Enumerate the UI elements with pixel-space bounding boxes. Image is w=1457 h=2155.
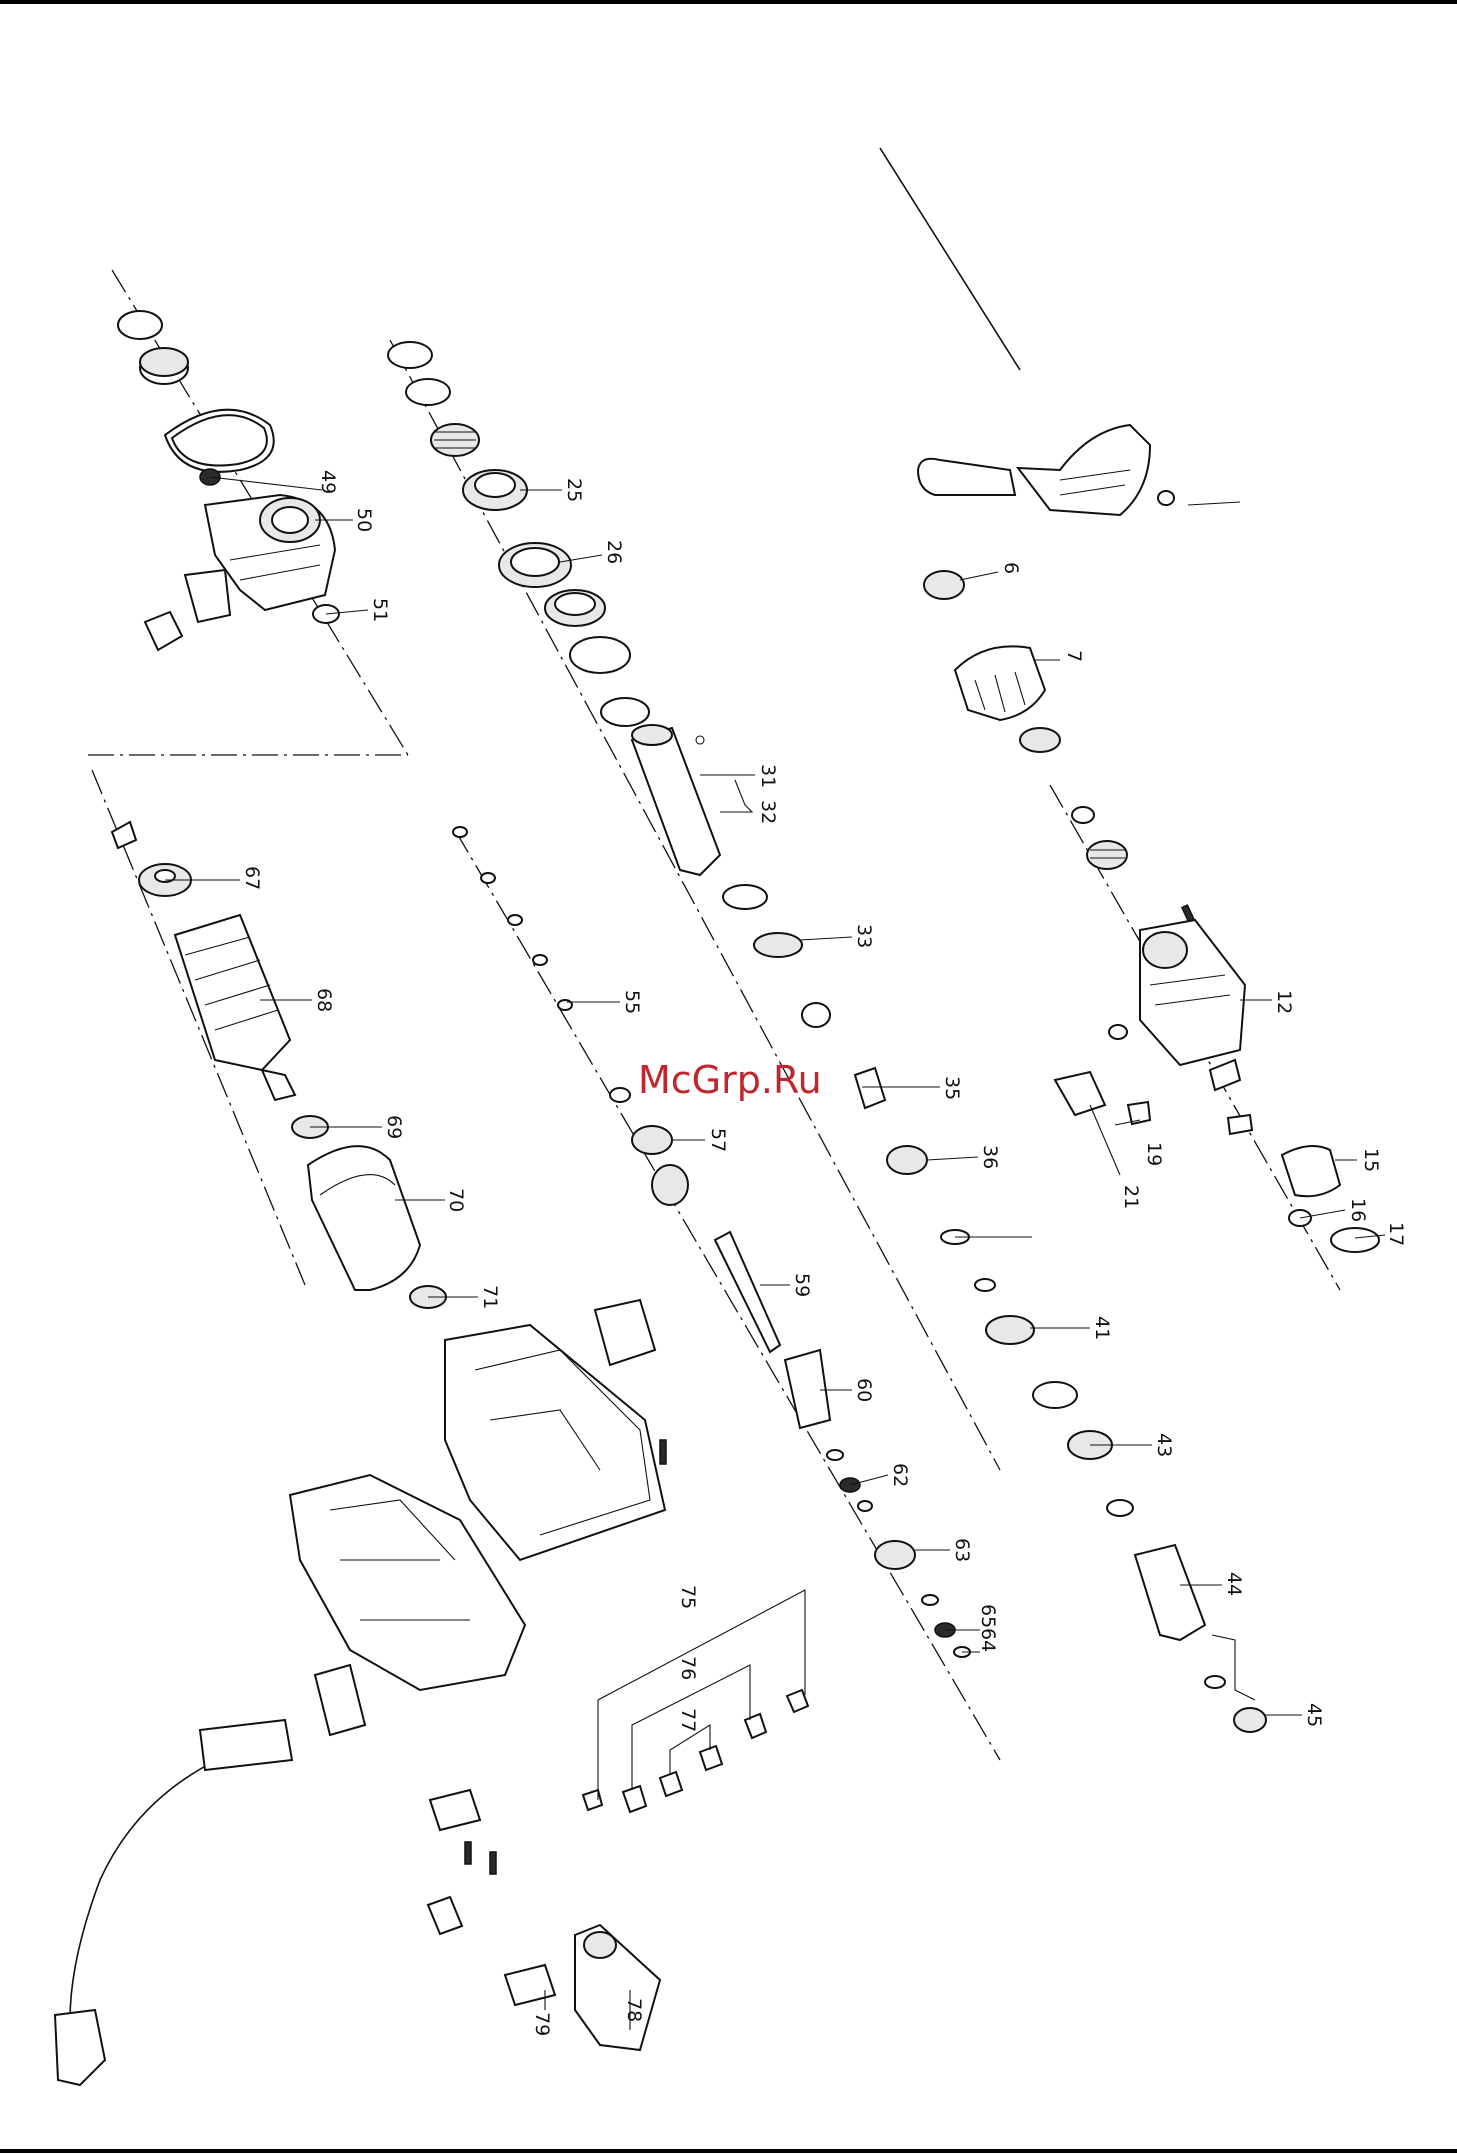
callout-79: 79 bbox=[531, 2012, 553, 2036]
brush-holders bbox=[583, 1590, 808, 1812]
watermark: McGrp.Ru bbox=[638, 1058, 822, 1102]
callout-77: 77 bbox=[677, 1708, 699, 1732]
power-cable bbox=[55, 1720, 480, 2085]
callout-33: 33 bbox=[853, 924, 875, 948]
callout-68: 68 bbox=[313, 988, 335, 1012]
callout-21: 21 bbox=[1120, 1185, 1142, 1209]
callout-6: 6 bbox=[1000, 562, 1022, 574]
callout-50: 50 bbox=[353, 508, 375, 532]
callout-60: 60 bbox=[853, 1378, 875, 1402]
callout-16: 16 bbox=[1347, 1198, 1369, 1222]
left-column-parts bbox=[112, 311, 446, 1308]
callout-57: 57 bbox=[707, 1128, 729, 1152]
callout-67: 67 bbox=[241, 866, 263, 890]
callout-25: 25 bbox=[563, 478, 585, 502]
callout-55: 55 bbox=[621, 990, 643, 1014]
callout-49: 49 bbox=[317, 470, 339, 494]
callout-15: 15 bbox=[1360, 1148, 1382, 1172]
housing-halves bbox=[290, 1300, 666, 1735]
callout-71: 71 bbox=[479, 1285, 501, 1309]
callout-69: 69 bbox=[383, 1115, 405, 1139]
callout-51: 51 bbox=[369, 598, 391, 622]
callout-75: 75 bbox=[677, 1585, 699, 1609]
callout-17: 17 bbox=[1385, 1222, 1407, 1246]
callout-26: 26 bbox=[603, 540, 625, 564]
callout-44: 44 bbox=[1223, 1572, 1245, 1596]
callout-35: 35 bbox=[941, 1076, 963, 1100]
callout-7: 7 bbox=[1063, 650, 1085, 662]
callout-59: 59 bbox=[791, 1273, 813, 1297]
callout-70: 70 bbox=[445, 1188, 467, 1212]
callout-65: 65 bbox=[977, 1604, 999, 1628]
callout-19: 19 bbox=[1143, 1142, 1165, 1166]
callout-62: 62 bbox=[889, 1463, 911, 1487]
callout-45: 45 bbox=[1303, 1703, 1325, 1727]
callout-63: 63 bbox=[951, 1538, 973, 1562]
callout-78: 78 bbox=[623, 1998, 645, 2022]
callout-32: 32 bbox=[757, 800, 779, 824]
callout-41: 41 bbox=[1091, 1316, 1113, 1340]
callout-12: 12 bbox=[1273, 990, 1295, 1014]
callout-43: 43 bbox=[1153, 1433, 1175, 1457]
callout-31: 31 bbox=[757, 764, 779, 788]
callout-76: 76 bbox=[677, 1656, 699, 1680]
callout-64: 64 bbox=[977, 1628, 999, 1652]
callout-36: 36 bbox=[979, 1145, 1001, 1169]
